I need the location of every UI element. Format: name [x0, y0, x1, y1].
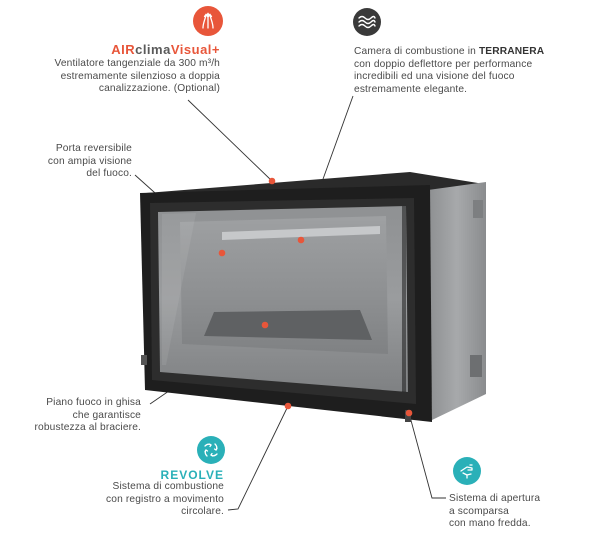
- piano-description: Piano fuoco in ghisa che garantisce robu…: [34, 397, 141, 433]
- porta-description: Porta reversibile con ampia visione del …: [47, 143, 132, 179]
- revolve-description: Sistema di combustione con registro a mo…: [106, 481, 224, 517]
- leader-revolve: [227, 405, 289, 511]
- dot-airclima: [268, 177, 276, 185]
- dot-camera: [297, 236, 305, 244]
- hand-icon: [453, 457, 481, 485]
- deflector: [222, 226, 380, 240]
- side-vent: [470, 355, 482, 377]
- dot-revolve: [284, 402, 292, 410]
- rotation-arrows-icon: [197, 436, 225, 464]
- airclima-title: AIRclimaVisual+: [111, 42, 220, 57]
- revolve-title: REVOLVE: [160, 468, 224, 482]
- leader-airclima: [187, 99, 273, 182]
- dot-porta: [218, 249, 226, 257]
- dot-piano: [261, 321, 269, 329]
- leader-apertura: [408, 412, 446, 499]
- waves-icon: [353, 8, 381, 36]
- airclima-description: Ventilatore tangenziale da 300 m³/h estr…: [54, 58, 220, 94]
- camera-description: Camera di combustione in TERRANERA con d…: [354, 46, 545, 95]
- fire-bed: [204, 310, 372, 340]
- apertura-description: Sistema di apertura a scomparsa con mano…: [449, 493, 541, 529]
- door-hinge: [141, 355, 147, 365]
- side-bracket: [473, 200, 483, 218]
- fan-arrows-icon: [193, 6, 223, 36]
- dot-apertura: [405, 409, 413, 417]
